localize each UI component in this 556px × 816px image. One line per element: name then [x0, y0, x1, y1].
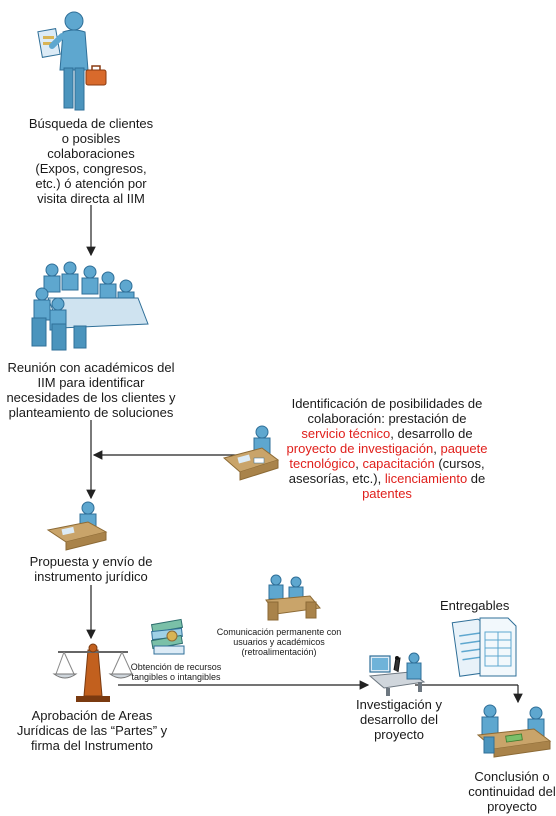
- communication-annotation: Comunicación permanente con usuarios y a…: [204, 627, 354, 657]
- text-run: ,: [355, 456, 363, 471]
- label-line: desarrollo del: [359, 712, 439, 727]
- text-run: colaboración: prestación de: [307, 411, 467, 426]
- label-line: (Expos, congresos,: [35, 161, 147, 176]
- patents-highlight: patentes: [362, 486, 412, 501]
- text-run: (cursos,: [434, 456, 485, 471]
- label-line: continuidad del: [468, 784, 556, 799]
- identification-line: Identificación de posibilidades de: [268, 396, 506, 411]
- step-client-search-label: Búsqueda de clientes o posibles colabora…: [10, 116, 172, 206]
- meeting-icon: [31, 261, 149, 351]
- research-project-highlight: proyecto de investigación: [286, 441, 434, 456]
- step-research-label: Investigación y desarrollo del proyecto: [340, 697, 458, 742]
- label-line: Reunión con académicos del: [7, 360, 175, 375]
- text-run: , desarrollo de: [390, 426, 473, 441]
- identification-line: proyecto de investigación, paquete: [268, 441, 506, 456]
- identification-line: servicio técnico, desarrollo de: [268, 426, 506, 441]
- label-line: necesidades de los clientes y: [6, 390, 176, 405]
- communication-meeting-icon: [265, 574, 321, 621]
- label-line: etc.) ó atención por: [35, 176, 147, 191]
- proposal-desk-icon: [46, 501, 108, 551]
- label-line: o posibles: [61, 131, 121, 146]
- label-line: instrumento jurídico: [34, 569, 148, 584]
- identification-line: colaboración: prestación de: [268, 411, 506, 426]
- licensing-highlight: licenciamiento: [384, 471, 468, 486]
- label-line: IIM para identificar: [37, 375, 145, 390]
- businessman-icon: [37, 11, 107, 111]
- identification-line: tecnológico, capacitación (cursos,: [268, 456, 506, 471]
- annotation-line: tangibles o intangibles: [131, 672, 221, 682]
- service-highlight: servicio técnico: [301, 426, 391, 441]
- step-conclusion-label: Conclusión o continuidad del proyecto: [468, 769, 556, 814]
- identification-text: Identificación de posibilidades de colab…: [268, 396, 506, 501]
- label-line: Búsqueda de clientes: [28, 116, 154, 131]
- deliverables-documents-icon: [451, 617, 517, 677]
- training-highlight: capacitación: [362, 456, 435, 471]
- label-line: firma del Instrumento: [30, 738, 154, 753]
- label-line: visita directa al IIM: [37, 191, 145, 206]
- label-line: Aprobación de Areas: [31, 708, 153, 723]
- text-run: asesorías, etc.),: [288, 471, 385, 486]
- justice-scale-icon: [52, 643, 134, 702]
- label-line: planteamiento de soluciones: [8, 405, 174, 420]
- annotation-line: Comunicación permanente con: [216, 627, 342, 637]
- label-line: proyecto: [374, 727, 424, 742]
- identification-line: patentes: [268, 486, 506, 501]
- text-run: de: [467, 471, 486, 486]
- label-line: Conclusión o: [474, 769, 550, 784]
- package-highlight: paquete: [440, 441, 488, 456]
- annotation-line: usuarios y académicos: [233, 637, 325, 647]
- resources-stack-icon: [150, 618, 185, 655]
- step-meeting-label: Reunión con académicos del IIM para iden…: [2, 360, 180, 420]
- text-run: Identificación de posibilidades de: [291, 396, 483, 411]
- annotation-line: Obtención de recursos: [130, 662, 222, 672]
- label-line: proyecto: [487, 799, 537, 814]
- label-line: Jurídicas de las “Partes” y: [16, 723, 168, 738]
- annotation-line: (retroalimentación): [241, 647, 317, 657]
- technological-highlight: tecnológico: [289, 456, 356, 471]
- resources-annotation: Obtención de recursos tangibles o intang…: [116, 662, 236, 682]
- desk-worker-icon: [222, 425, 280, 481]
- label-line: Investigación y: [356, 697, 442, 712]
- research-lab-icon: [368, 652, 426, 696]
- text-run: ,: [433, 441, 441, 456]
- label-line: Propuesta y envío de: [29, 554, 153, 569]
- step-proposal-label: Propuesta y envío de instrumento jurídic…: [12, 554, 170, 584]
- step-approval-label: Aprobación de Areas Jurídicas de las “Pa…: [4, 708, 180, 753]
- label-line: colaboraciones: [47, 146, 135, 161]
- conclusion-meeting-icon: [476, 704, 552, 758]
- identification-line: asesorías, etc.), licenciamiento de: [268, 471, 506, 486]
- deliverables-label: Entregables: [440, 598, 510, 613]
